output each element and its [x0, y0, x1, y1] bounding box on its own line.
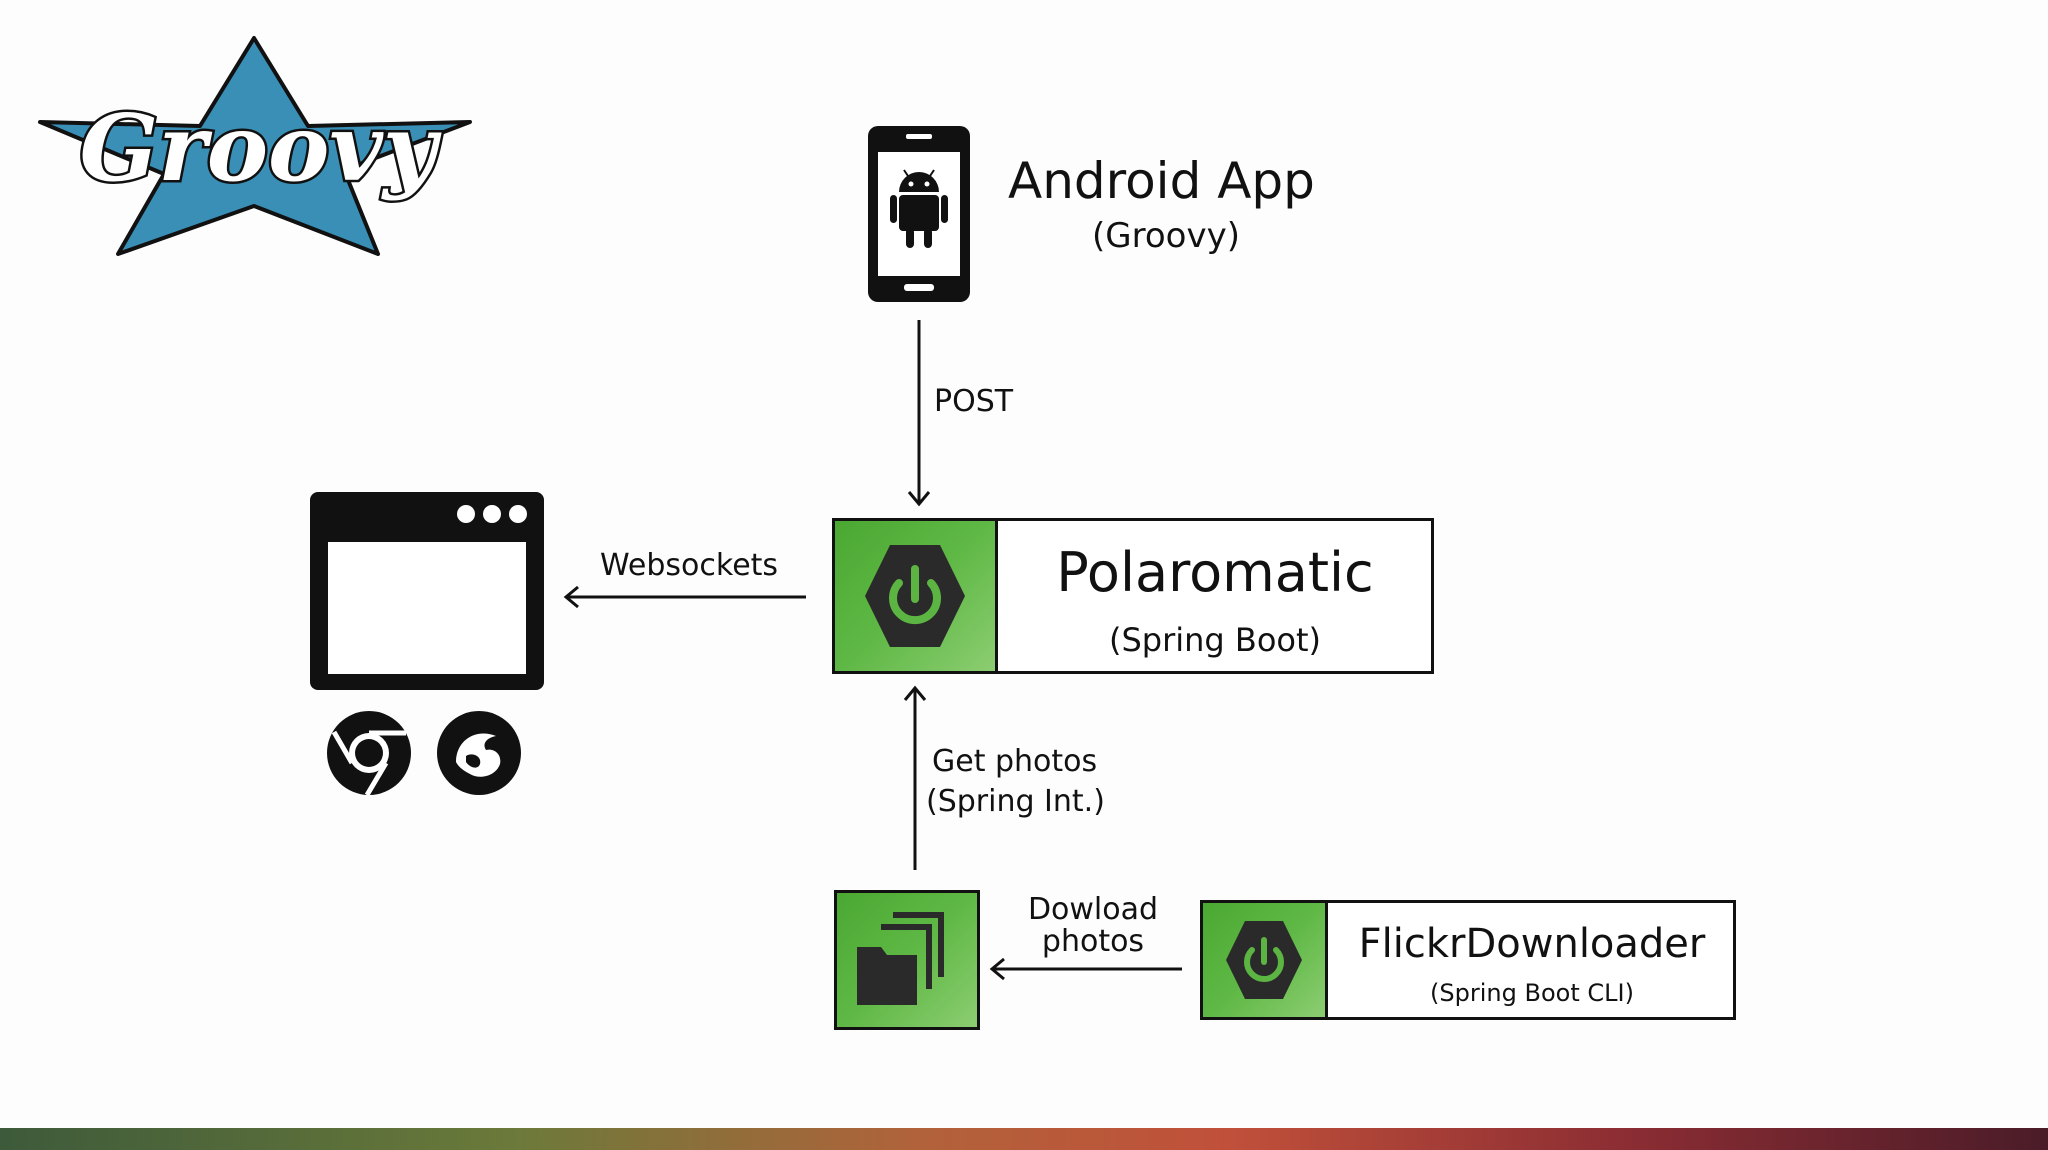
folders-tile — [834, 890, 980, 1030]
android-subtitle: (Groovy) — [1092, 216, 1240, 256]
flickr-subtitle: (Spring Boot CLI) — [1430, 979, 1634, 1007]
flickr-title: FlickrDownloader — [1358, 921, 1706, 967]
folders-icon — [857, 912, 944, 1005]
download-arrow — [989, 957, 1182, 981]
polaromatic-subtitle: (Spring Boot) — [1108, 621, 1322, 659]
logo-text: Groovy — [80, 94, 442, 202]
bottom-color-strip — [0, 1128, 2048, 1150]
groovy-logo: Groovy — [36, 34, 472, 258]
flickr-downloader-box: FlickrDownloader (Spring Boot CLI) — [1200, 900, 1736, 1020]
polaromatic-title: Polaromatic — [1056, 541, 1374, 604]
get-photos-arrow — [903, 685, 927, 870]
groovy-star-icon: Groovy — [38, 36, 472, 256]
browser-window-icon — [310, 492, 544, 690]
spring-power-icon — [1226, 921, 1302, 999]
spring-power-icon — [865, 545, 965, 647]
websockets-arrow — [563, 585, 806, 609]
websockets-label: Websockets — [600, 548, 779, 583]
get-photos-label-1: Get photos — [932, 744, 1098, 779]
chrome-icon — [326, 710, 412, 797]
android-phone — [866, 124, 972, 304]
polaromatic-box: Polaromatic (Spring Boot) — [832, 518, 1434, 674]
browser-window — [310, 492, 544, 690]
android-title: Android App — [1008, 152, 1315, 210]
get-photos-label-2: (Spring Int.) — [926, 784, 1105, 819]
post-label: POST — [934, 384, 1014, 419]
download-label-2: photos — [1041, 924, 1145, 959]
post-arrow — [907, 320, 931, 507]
polaromatic-icon-tile — [835, 521, 998, 671]
flickr-icon-tile — [1203, 903, 1328, 1017]
download-label-1: Dowload — [1027, 892, 1159, 927]
android-phone-icon — [868, 126, 970, 302]
firefox-icon — [436, 710, 522, 796]
